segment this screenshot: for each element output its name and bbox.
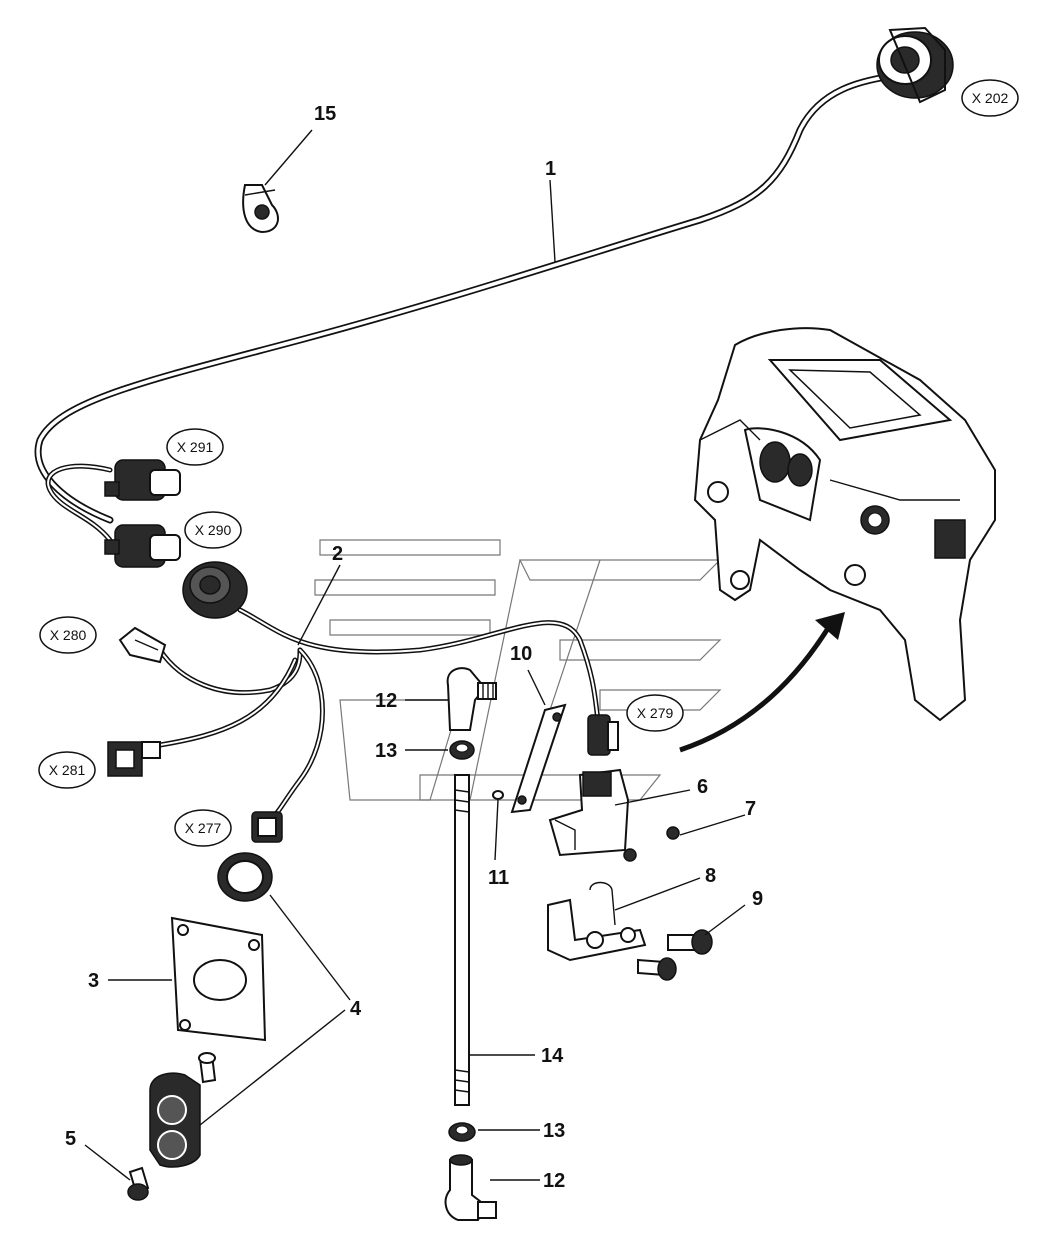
label-part-13-bottom: 13 [543,1120,565,1142]
gasket-plate [170,916,267,1042]
label-x281: X 281 [49,762,86,778]
switch-assembly [548,768,630,857]
hex-nut-top [449,740,475,760]
label-part-5: 5 [65,1128,76,1150]
bar-bracket [510,703,567,814]
valve-connector-x291 [104,459,181,501]
gear-housing [693,327,996,722]
plug-connector-x280 [118,626,167,664]
part-number-labels: 1 2 3 4 5 6 7 8 9 10 11 12 12 13 13 14 1… [65,103,763,1192]
label-part-2: 2 [332,543,343,565]
label-part-9: 9 [752,888,763,910]
label-part-12-top: 12 [375,690,397,712]
hex-nut-bottom [448,1122,476,1142]
mounting-bracket [547,881,647,962]
label-x202: X 202 [972,90,1009,106]
small-washer [492,790,504,800]
label-part-11: 11 [488,867,509,889]
elbow-fitting-bottom [444,1154,497,1221]
label-x291: X 291 [177,439,214,455]
round-connector-x202 [876,26,954,104]
square-connector-x281 [107,741,161,777]
label-part-14: 14 [541,1045,564,1067]
label-x277: X 277 [185,820,222,836]
cable-clip [242,184,279,234]
plug-connector-x279 [587,714,619,756]
label-x280: X 280 [50,627,87,643]
screw-5 [127,1166,150,1201]
main-cable-harness [34,71,904,543]
label-part-4: 4 [350,998,362,1020]
elbow-fitting-top [446,667,497,731]
leader-lines [84,129,746,1181]
connector-labels: X 202 X 291 X 290 X 280 X 281 X 277 X 27… [38,79,1019,847]
label-x279: X 279 [637,705,674,721]
cap-screws-9 [637,929,713,981]
label-part-10: 10 [510,643,532,665]
round-connector-harness2 [182,561,248,619]
label-part-15: 15 [314,103,336,125]
label-part-6: 6 [697,776,708,798]
label-part-12-bottom: 12 [543,1170,565,1192]
label-part-7: 7 [745,798,756,820]
plug-connector-x277 [251,811,283,843]
ring-nut [217,852,273,902]
label-x290: X 290 [195,522,232,538]
label-part-1: 1 [545,158,556,180]
small-screw-7 [623,826,680,862]
valve-connector-x290 [104,524,181,568]
secondary-harness [157,607,601,818]
threaded-rod [454,774,470,1106]
label-part-8: 8 [705,865,716,887]
direction-arrow [679,612,845,753]
push-button-switch [149,1052,217,1168]
label-part-13-top: 13 [375,740,397,762]
label-part-3: 3 [88,970,99,992]
